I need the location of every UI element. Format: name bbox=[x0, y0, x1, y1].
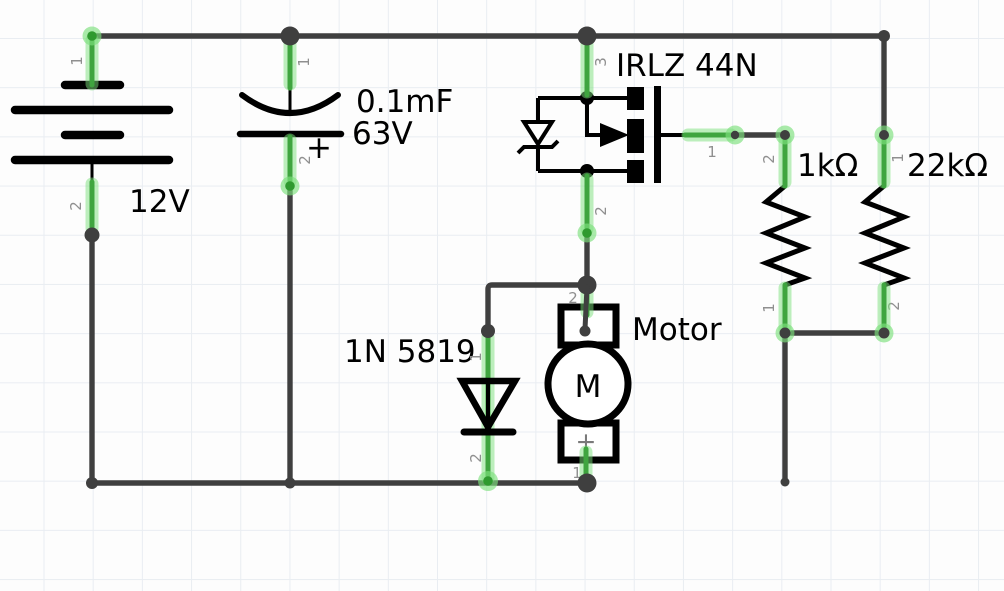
battery-label[interactable]: 12V bbox=[129, 184, 190, 220]
resistor-22k-pin1-label: 1 bbox=[889, 153, 907, 163]
node-1k-top[interactable] bbox=[780, 130, 790, 140]
mosfet-label[interactable]: IRLZ 44N bbox=[616, 48, 758, 84]
node-22k-bottom[interactable] bbox=[878, 327, 890, 339]
bend-bottom-left[interactable] bbox=[86, 477, 98, 489]
node-diode-bottom[interactable] bbox=[483, 476, 493, 486]
bend-diode-top[interactable] bbox=[481, 324, 495, 338]
diode-pin1-label: 1 bbox=[467, 352, 485, 362]
resistor-22k-pin2-label: 2 bbox=[885, 301, 903, 311]
capacitor-plus-sign: + bbox=[306, 130, 332, 166]
mosfet-source-plate bbox=[627, 160, 644, 183]
connection-glow-dots bbox=[82, 26, 894, 491]
battery[interactable]: 12V bbox=[10, 80, 190, 220]
motor-pin-stub bbox=[582, 284, 590, 332]
mosfet-middle-plate bbox=[627, 119, 644, 153]
junction-top-capacitor[interactable] bbox=[280, 26, 300, 46]
capacitor-pin1-label: 1 bbox=[295, 57, 313, 67]
diode-triangle bbox=[456, 377, 521, 434]
motor-pin-dot[interactable] bbox=[579, 325, 591, 337]
node-source-end[interactable] bbox=[582, 228, 592, 238]
motor-circle bbox=[544, 340, 632, 428]
junction-bottom-capacitor[interactable] bbox=[284, 477, 296, 489]
mosfet-zener-bar bbox=[516, 139, 560, 155]
node-gate-wire[interactable] bbox=[730, 130, 740, 140]
wire-bottom-rail[interactable] bbox=[89, 232, 590, 486]
highlighted-pin-leads bbox=[85, 33, 891, 486]
resistor-22k-label[interactable]: 22kΩ bbox=[907, 148, 988, 184]
capacitor-pin2-label: 2 bbox=[296, 155, 314, 165]
motor-label[interactable]: Motor bbox=[632, 312, 722, 348]
resistor-1k-label[interactable]: 1kΩ bbox=[797, 148, 858, 184]
wire-motor-to-diode[interactable] bbox=[485, 282, 590, 334]
mosfet-arrow-stem bbox=[585, 98, 601, 137]
battery-pin1-label: 1 bbox=[68, 56, 86, 66]
mosfet-arrow-head bbox=[600, 123, 629, 147]
diode-pin2-label: 2 bbox=[467, 453, 485, 463]
mosfet-pin2-label: 2 bbox=[592, 206, 610, 216]
motor-pin1-label: 1 bbox=[572, 464, 582, 482]
node-22k-top[interactable] bbox=[879, 130, 889, 140]
schottky-diode[interactable]: 1N 5819 bbox=[344, 334, 476, 370]
motor-letter: M bbox=[575, 369, 602, 405]
capacitor-voltage-label[interactable]: 63V bbox=[352, 116, 413, 152]
junction-dots bbox=[84, 26, 890, 493]
node-capacitor-bottom[interactable] bbox=[285, 181, 295, 191]
pin-labels: 1 2 1 2 3 1 2 2 1 1 2 1 2 2 1 bbox=[67, 56, 907, 482]
resistor-1k-pin1-label: 1 bbox=[760, 303, 778, 313]
mosfet-pin3-label: 3 bbox=[592, 57, 610, 67]
resistor-1k-pin2-label: 2 bbox=[760, 154, 778, 164]
resistor-22k[interactable]: 22kΩ bbox=[858, 148, 988, 288]
motor-pin2-label: 2 bbox=[568, 289, 578, 307]
wire-top-rail[interactable] bbox=[89, 33, 887, 136]
dc-motor[interactable]: M + Motor bbox=[544, 303, 722, 464]
node-battery-top[interactable] bbox=[87, 31, 97, 41]
electrolytic-capacitor[interactable]: + 0.1mF 63V bbox=[236, 84, 453, 166]
diode-symbol[interactable] bbox=[456, 377, 521, 436]
mosfet-zener-triangle bbox=[520, 120, 556, 148]
mosfet[interactable]: IRLZ 44N bbox=[516, 48, 758, 183]
diode-label[interactable]: 1N 5819 bbox=[344, 334, 476, 370]
bend-top-right[interactable] bbox=[878, 30, 890, 42]
mosfet-pin1-label: 1 bbox=[707, 143, 717, 161]
bend-battery-bottom[interactable] bbox=[84, 227, 100, 243]
mosfet-drain-plate bbox=[627, 87, 644, 110]
battery-pin2-label: 2 bbox=[67, 201, 85, 211]
mosfet-gate-bar bbox=[654, 86, 661, 183]
endpoint-divider-bottom[interactable] bbox=[780, 477, 790, 487]
resistor-1k-zigzag bbox=[759, 184, 813, 288]
resistor-1k[interactable]: 1kΩ bbox=[759, 148, 858, 288]
node-1k-bottom[interactable] bbox=[779, 327, 791, 339]
junction-bottom-motor[interactable] bbox=[577, 473, 597, 493]
junction-top-mosfet[interactable] bbox=[577, 26, 597, 46]
capacitor-curved-plate bbox=[239, 92, 341, 116]
resistor-22k-zigzag bbox=[858, 184, 912, 288]
capacitor-value-label[interactable]: 0.1mF bbox=[356, 84, 453, 120]
